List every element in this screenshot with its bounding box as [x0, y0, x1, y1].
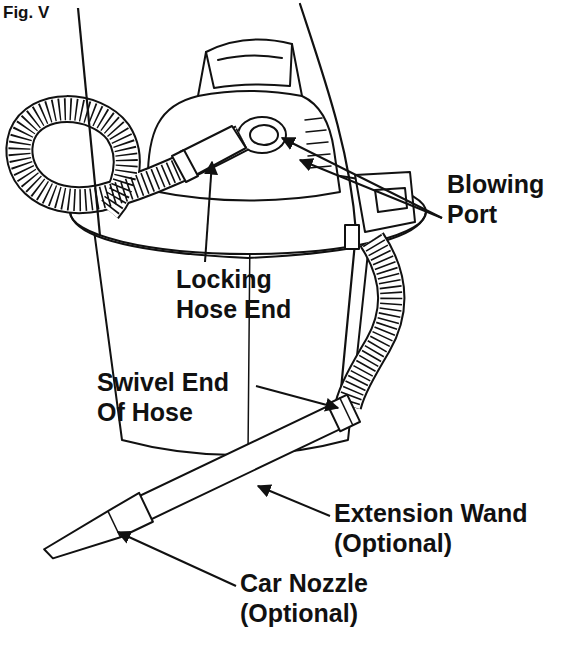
- swivel-ring: [340, 398, 353, 425]
- leader-line: [282, 138, 442, 218]
- car-nozzle: [40, 493, 153, 569]
- port-opening: [250, 125, 278, 145]
- part-label: Fig. V: [3, 3, 83, 23]
- part-label: Car Nozzle (Optional): [240, 569, 400, 628]
- part-label: Swivel End Of Hose: [97, 368, 262, 427]
- part-label: Locking Hose End: [176, 265, 326, 324]
- carry-handle: [206, 44, 292, 88]
- leader-line: [258, 486, 330, 516]
- tank-seam: [248, 230, 250, 455]
- leader-line: [256, 386, 338, 408]
- lid-latch: [355, 172, 415, 232]
- part-label: Extension Wand (Optional): [334, 499, 574, 558]
- part-label: Blowing Port: [447, 170, 575, 229]
- cord-clip: [345, 225, 359, 249]
- head-ridge: [198, 91, 302, 96]
- handle-grip: [218, 55, 282, 60]
- hose-ribs: [348, 240, 391, 406]
- hose-outline: [348, 240, 391, 406]
- leader-line: [300, 160, 442, 218]
- lock-collar: [172, 150, 198, 182]
- swivel-end: [327, 395, 360, 432]
- hose-fill: [348, 240, 391, 406]
- leader-line: [118, 532, 236, 586]
- leader-line: [205, 162, 212, 262]
- suction-hose: [348, 240, 391, 406]
- power-cord: [78, 8, 100, 236]
- power-cord: [300, 4, 356, 400]
